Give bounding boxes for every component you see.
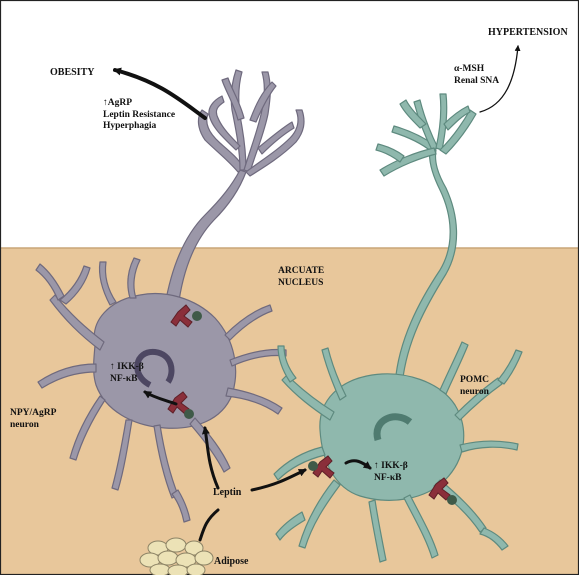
- pomc-effects-label: α-MSH Renal SNA: [454, 64, 499, 87]
- hypertension-label: HYPERTENSION: [488, 27, 568, 39]
- adipose-label: Adipose: [214, 556, 248, 568]
- pomc-neuron-label: POMC neuron: [460, 375, 489, 398]
- npy-agrp-neuron-label: NPY/AgRP neuron: [10, 408, 56, 431]
- arcuate-nucleus-label: ARCUATE NUCLEUS: [278, 266, 324, 289]
- obesity-label: OBESITY: [50, 67, 94, 79]
- npy-inflammation-label: ↑ IKK-β NF-κB: [110, 362, 144, 385]
- agrp-effects-label: ↑AgRP Leptin Resistance Hyperphagia: [103, 98, 175, 133]
- pomc-inflammation-label: ↑ IKK-β NF-κB: [374, 461, 408, 484]
- leptin-label: Leptin: [213, 487, 241, 499]
